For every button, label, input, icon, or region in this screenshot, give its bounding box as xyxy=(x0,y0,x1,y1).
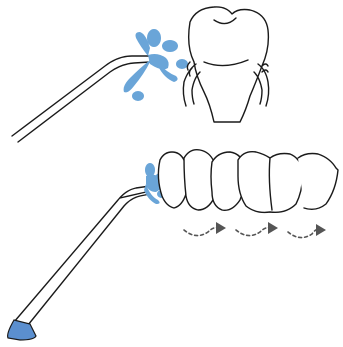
flow-arrow xyxy=(236,222,278,236)
flow-arrows xyxy=(184,222,326,238)
molar-top xyxy=(189,7,269,122)
tip-cap xyxy=(8,320,36,340)
top-scene xyxy=(12,7,269,142)
teeth-row xyxy=(158,150,338,213)
flow-arrow xyxy=(184,222,226,236)
irrigator-tip-bottom xyxy=(14,186,150,325)
water-spray-top xyxy=(124,29,188,101)
bottom-scene xyxy=(8,150,338,340)
flow-arrow xyxy=(288,224,326,238)
irrigator-tip-top xyxy=(12,56,150,142)
